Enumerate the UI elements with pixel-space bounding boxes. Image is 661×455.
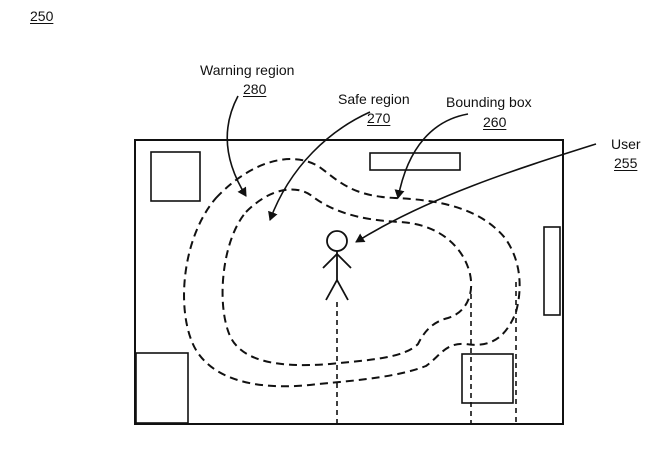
warning-region-boundary	[184, 159, 520, 386]
safe-region-arrow	[270, 112, 370, 220]
obstacle-bottom-right	[462, 354, 513, 403]
safe-region-ref: 270	[367, 110, 390, 126]
user-ref: 255	[614, 155, 637, 171]
user-label: User	[611, 136, 641, 152]
bounding-box-arrow	[398, 114, 468, 198]
bounding-box-ref: 260	[483, 114, 506, 130]
bounding-box-label: Bounding box	[446, 94, 532, 110]
safe-region-boundary	[223, 189, 472, 365]
obstacle-bottom-left	[136, 353, 188, 423]
figure-number: 250	[30, 8, 53, 24]
obstacle-top-center	[370, 153, 460, 170]
warning-region-ref: 280	[243, 81, 266, 97]
warning-region-label: Warning region	[200, 62, 294, 78]
user-figure	[323, 231, 351, 300]
obstacle-right	[544, 227, 560, 315]
obstacle-top-left	[151, 152, 200, 201]
safe-region-label: Safe region	[338, 91, 410, 107]
warning-region-arrow	[227, 96, 246, 196]
